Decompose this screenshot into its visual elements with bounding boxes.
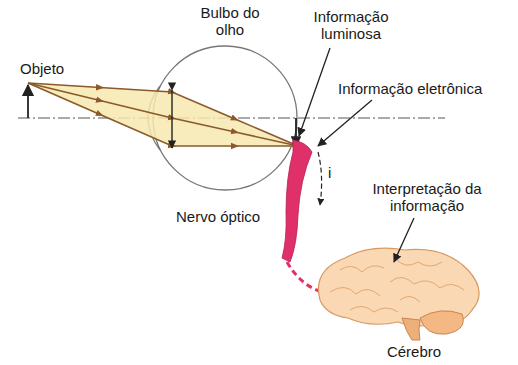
- light-rays: [28, 83, 298, 146]
- electronic-info-label: Informação eletrônica: [338, 80, 514, 97]
- brain-label: Cérebro: [374, 343, 454, 360]
- light-cone: [28, 83, 298, 146]
- object-arrow: [27, 85, 29, 118]
- optic-nerve: [282, 140, 312, 262]
- light-info-label: Informação luminosa: [296, 8, 406, 42]
- object-label: Objeto: [20, 60, 90, 77]
- brain: [318, 248, 479, 340]
- signal-arrow: [318, 152, 322, 205]
- lens: [171, 90, 172, 148]
- eyeball-label: Bulbo do olho: [188, 4, 272, 38]
- nerve-path: [287, 262, 322, 292]
- nerve-label: Nervo óptico: [176, 208, 286, 225]
- signal-label: i: [328, 164, 342, 181]
- interpretation-label: Interpretação da informação: [352, 180, 502, 214]
